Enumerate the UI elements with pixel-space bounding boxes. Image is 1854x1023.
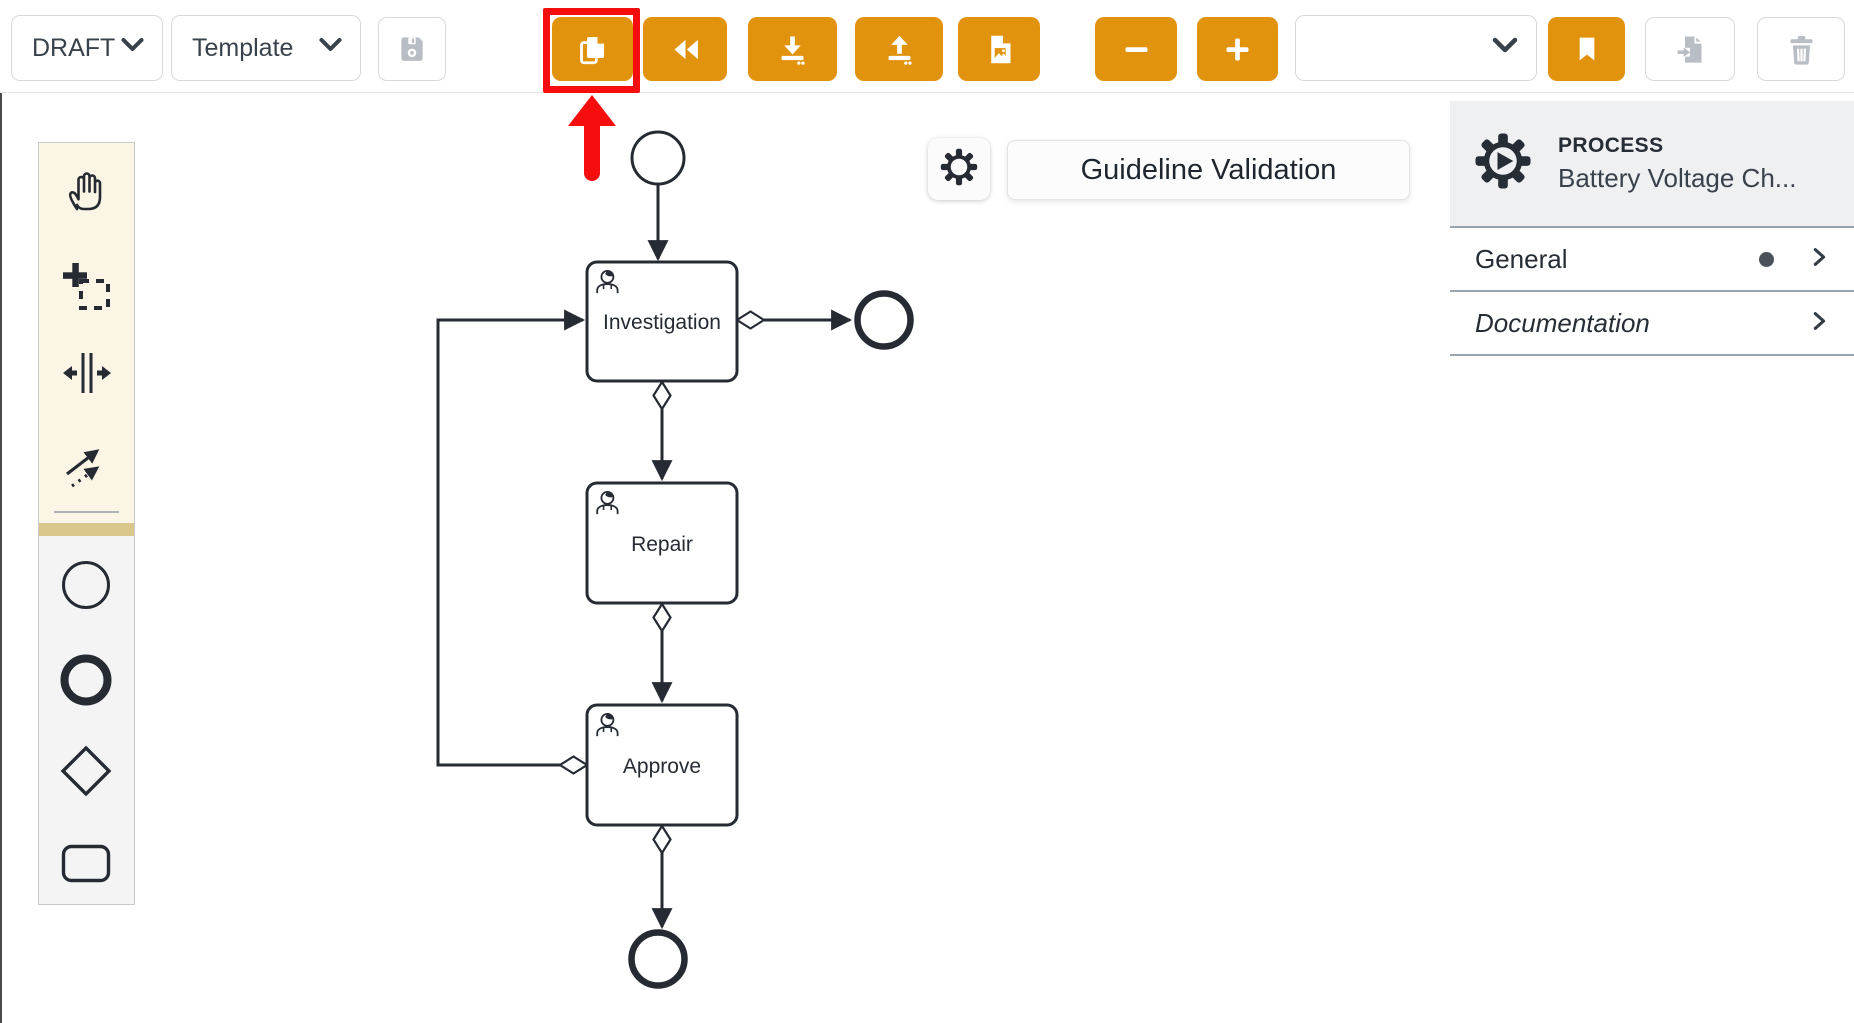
properties-panel-header: PROCESS Battery Voltage Ch... (1450, 101, 1854, 228)
red-arrow-shaft (584, 124, 600, 181)
trash-icon (1785, 33, 1818, 66)
panel-section-general[interactable]: General (1450, 228, 1854, 292)
save-button[interactable] (378, 17, 446, 81)
end-event-bottom[interactable] (628, 929, 688, 989)
element-type-label: PROCESS (1558, 133, 1664, 157)
upload-icon (883, 33, 916, 66)
element-palette (38, 142, 135, 905)
guideline-validation-label: Guideline Validation (1080, 153, 1337, 186)
file-export-icon (1674, 33, 1707, 66)
version-dropdown[interactable] (1295, 15, 1537, 81)
task-icon (61, 844, 111, 883)
image-export-button[interactable] (958, 17, 1040, 81)
chevron-down-icon (119, 31, 146, 65)
properties-panel: PROCESS Battery Voltage Ch... General Do… (1450, 101, 1854, 356)
zoom-out-button[interactable] (1095, 17, 1177, 81)
task-investigation[interactable]: Investigation (585, 260, 739, 383)
download-icon (776, 33, 809, 66)
red-arrow-icon (568, 95, 616, 126)
create-end-event[interactable] (60, 654, 112, 706)
rewind-button[interactable] (643, 17, 727, 81)
section-label: Documentation (1475, 307, 1650, 338)
start-event-icon (62, 561, 110, 609)
chevron-right-icon (1808, 308, 1830, 339)
task-repair[interactable]: Repair (585, 481, 739, 605)
plus-icon (1221, 33, 1254, 66)
conditional-marker (652, 823, 672, 856)
copy-icon (576, 33, 609, 66)
conditional-marker (652, 601, 672, 634)
hand-tool[interactable] (60, 165, 112, 217)
template-dropdown[interactable]: Template (171, 15, 361, 81)
gear-icon (936, 144, 982, 195)
connect-tool[interactable] (60, 440, 112, 492)
palette-elements-group (39, 536, 134, 893)
conditional-marker (652, 379, 672, 412)
task-label: Approve (623, 755, 701, 778)
template-label: Template (192, 33, 294, 62)
create-gateway[interactable] (60, 745, 112, 797)
lasso-tool[interactable] (60, 260, 112, 312)
zoom-in-button[interactable] (1197, 17, 1278, 81)
validation-settings-button[interactable] (928, 138, 990, 200)
panel-section-documentation[interactable]: Documentation (1450, 292, 1854, 356)
guideline-validation-button[interactable]: Guideline Validation (1007, 140, 1410, 200)
process-icon (1470, 128, 1536, 199)
end-event-right[interactable] (854, 290, 914, 350)
toolbar: DRAFT Template (0, 0, 1854, 93)
start-event[interactable] (630, 130, 686, 186)
section-label: General (1475, 243, 1568, 274)
create-start-event[interactable] (60, 559, 112, 611)
save-icon (396, 33, 428, 65)
draft-status-dropdown[interactable]: DRAFT (11, 15, 163, 81)
space-tool[interactable] (60, 347, 112, 399)
chevron-right-icon (1808, 244, 1830, 275)
end-event-icon (60, 654, 112, 706)
upload-button[interactable] (855, 17, 943, 81)
flow-approve-to-investigation-loop[interactable] (436, 309, 586, 767)
task-label: Investigation (603, 311, 721, 334)
bpmn-diagram: Investigation Repair Approve (436, 130, 914, 989)
task-label: Repair (631, 533, 693, 556)
palette-tools-group (39, 143, 134, 536)
space-tool-icon (63, 353, 111, 393)
conditional-marker (734, 310, 767, 330)
download-button[interactable] (748, 17, 837, 81)
file-export-button[interactable] (1645, 17, 1735, 81)
chevron-down-icon (1490, 30, 1520, 67)
create-task[interactable] (60, 837, 112, 889)
rewind-icon (669, 33, 702, 66)
status-dot (1759, 251, 1774, 267)
element-name-label: Battery Voltage Ch... (1558, 162, 1797, 193)
palette-divider (54, 511, 119, 513)
delete-button[interactable] (1757, 17, 1845, 81)
lasso-tool-icon (63, 263, 110, 310)
image-file-icon (983, 33, 1016, 66)
draft-status-label: DRAFT (32, 33, 116, 62)
chevron-down-icon (317, 31, 344, 65)
hand-tool-icon (68, 172, 102, 211)
minus-icon (1120, 33, 1153, 66)
conditional-marker (557, 755, 590, 775)
bookmark-icon (1571, 33, 1603, 65)
task-approve[interactable]: Approve (585, 703, 739, 827)
copy-button[interactable] (552, 17, 633, 81)
connect-tool-icon (66, 449, 100, 488)
bookmark-button[interactable] (1548, 17, 1625, 81)
gateway-icon (60, 745, 112, 797)
